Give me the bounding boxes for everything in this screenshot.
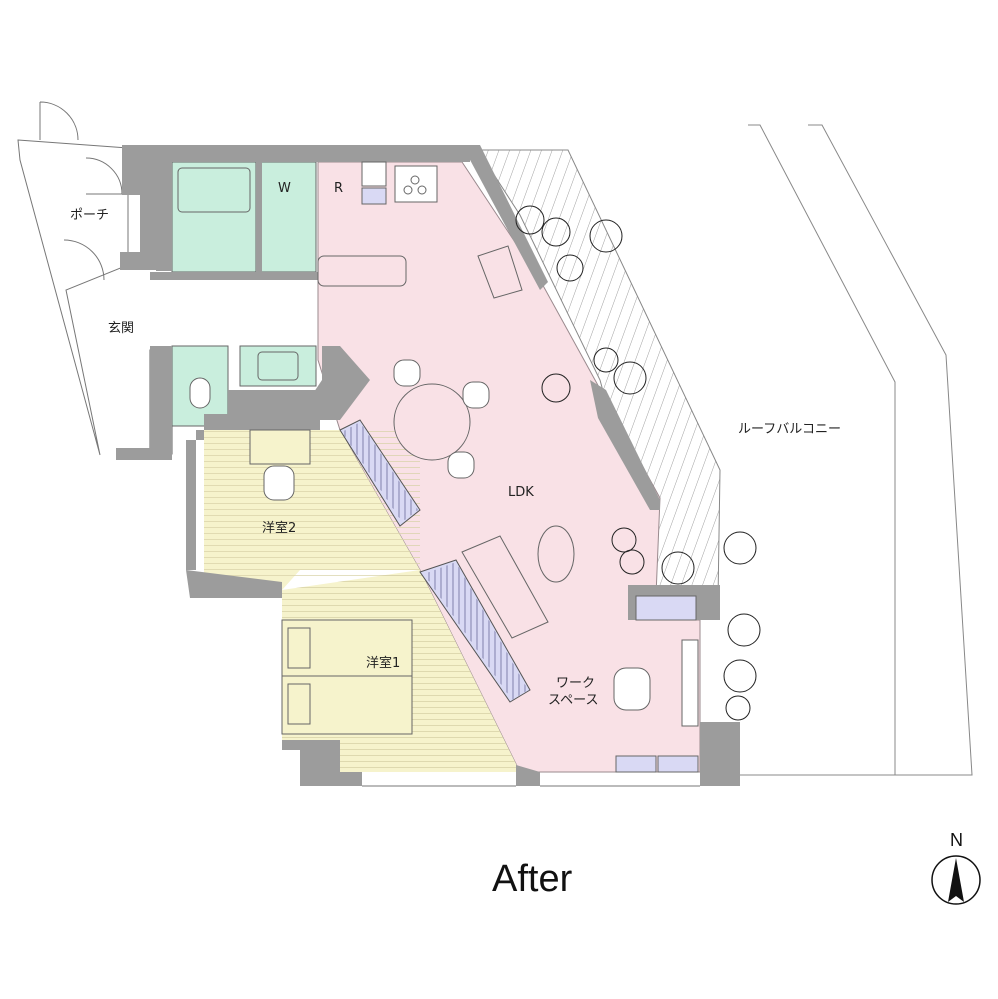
compass-label: N	[950, 830, 963, 850]
staircase-upper-treads	[342, 422, 418, 522]
pillow	[287, 683, 311, 725]
bathtub	[177, 167, 251, 213]
toilet-bowl	[189, 377, 211, 409]
washroom	[259, 161, 317, 273]
porch-area	[17, 101, 129, 456]
dining-chair	[462, 381, 490, 409]
bedroom2-desk	[249, 429, 311, 465]
sofa	[461, 535, 549, 639]
ldk-bottom-storage	[615, 755, 657, 773]
kitchen-sink	[477, 245, 523, 299]
balcony-closet	[635, 595, 697, 621]
plant-icon	[515, 205, 761, 721]
wardrobe-label: W	[278, 181, 291, 196]
plan-title: After	[492, 858, 573, 900]
staircase-lower-treads	[424, 562, 528, 700]
dining-chair	[447, 451, 475, 479]
dining-chair	[393, 359, 421, 387]
porch-label: ポーチ	[70, 208, 109, 223]
workspace-label-line1: ワーク	[556, 676, 595, 691]
compass-icon: N	[931, 830, 981, 905]
kitchen-counter	[317, 255, 407, 287]
work-chair	[613, 667, 651, 711]
ottoman	[537, 525, 575, 583]
ldk-bottom-storage	[657, 755, 699, 773]
workspace-label-line2: スペース	[548, 693, 598, 708]
work-desk	[681, 639, 699, 727]
fridge-slot	[361, 161, 387, 187]
pillow	[287, 627, 311, 669]
basin-bowl	[257, 351, 299, 381]
entrance-label: 玄関	[108, 321, 134, 336]
bedroom-floorlines-2	[204, 430, 420, 580]
ldk-label: LDK	[508, 485, 534, 500]
bedroom2-chair	[263, 465, 295, 501]
storage-slot	[361, 187, 387, 205]
walls	[116, 145, 740, 786]
refrigerator-label: R	[334, 181, 343, 196]
bedroom1-label: 洋室1	[366, 655, 400, 671]
roof-balcony-label: ルーフバルコニー	[738, 422, 841, 437]
dining-table	[393, 383, 471, 461]
bedroom2-label: 洋室2	[262, 520, 296, 536]
